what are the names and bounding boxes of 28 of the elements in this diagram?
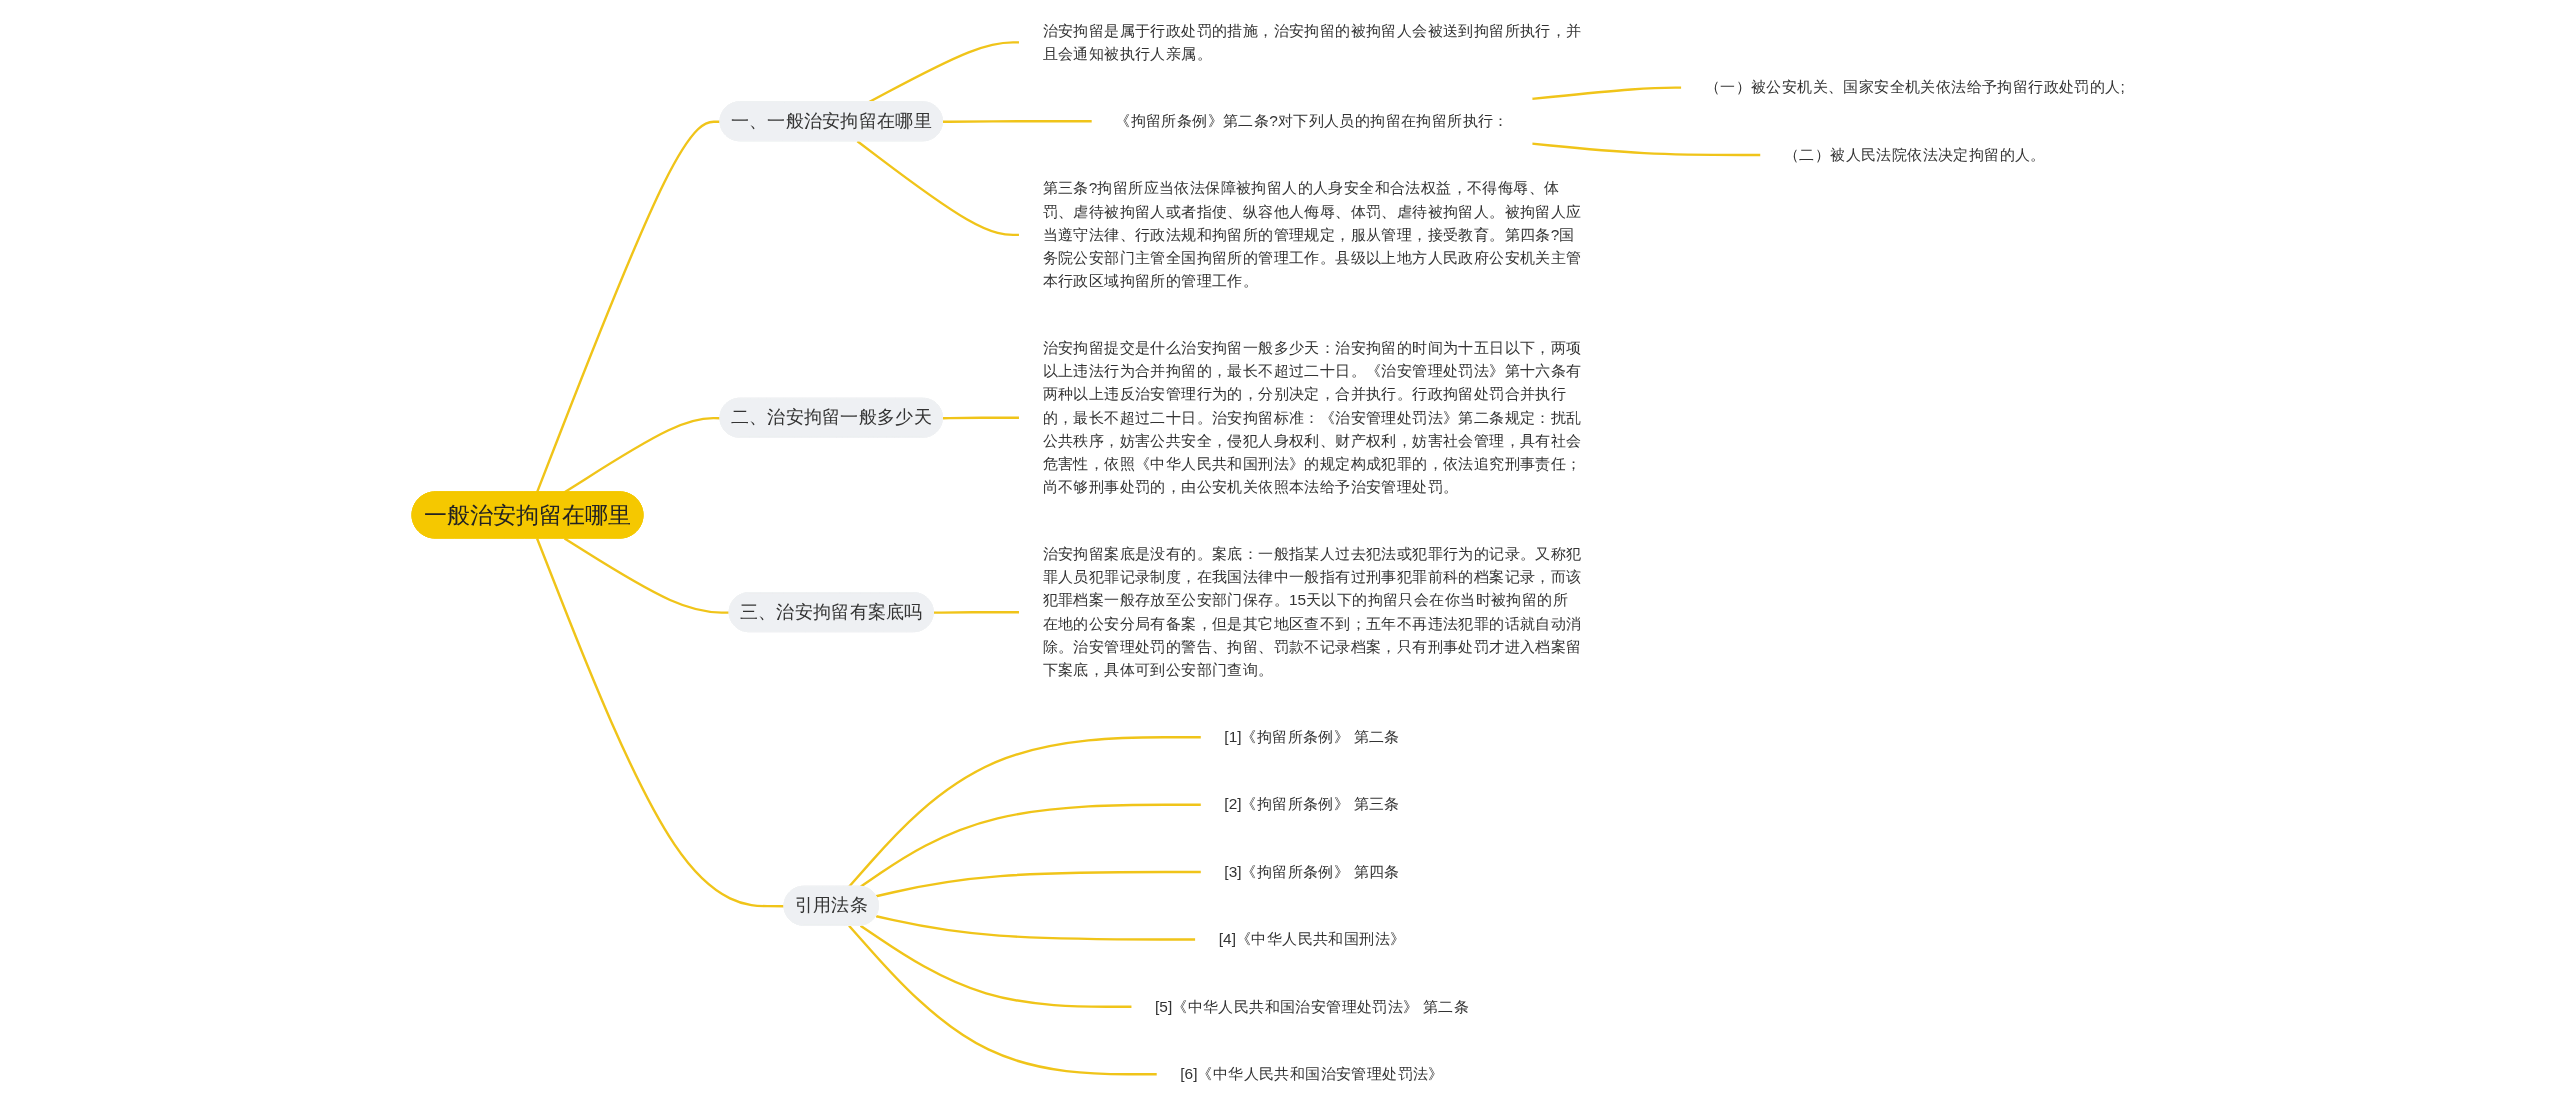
node-text: 《拘留所条例》第二条?对下列人员的拘留在拘留所执行： [1115,112,1509,129]
node-text: 治安拘留提交是什么治安拘留一般多少天：治安拘留的时间为十五日以下，两项以上违法行为合并拘留的，最长不超过二十日。《治安管理处罚法》第十六条有两种以上违反治安管理行为的，分别决定，合并执行。行政拘留处罚合并执行的，最长不超过二十日。治安拘留标准：《治安管理处罚法》第二条规定：扰乱公共秩序，妨害公共安全，侵犯人身权利、财产权利，妨害社会管理，具有社会危害性，依照《中华人民共和国刑法》的规定构成犯罪的，依法追究刑事责任；尚不够刑事处罚的，由公安机关依照本法给予治安管理处罚。 [1042,339,1582,495]
node-text: [2]《拘留所条例》 第三条 [1224,796,1400,813]
connector [1531,86,1682,101]
node-text: [4]《中华人民共和国刑法》 [1218,930,1406,948]
node-text: 治安拘留案底是没有的。案底：一般指某人过去犯法或犯罪行为的记录。又称犯罪人员犯罪记录制度，在我国法律中一般指有过刑事犯罪前科的档案记录，而该犯罪档案一般存放至公安部门保存。15天以下的拘留只会在你当时被拘留的所在地的公安分局有备案，但是其它地区查不到；五年不再违法犯罪的话就自动消除。治安管理处罚的警告、拘留、罚款不记录档案，只有刑事处罚才进入档案留下案底，具体可到公安部门查询。 [1042,545,1582,678]
connector [942,120,1093,123]
node-text: 第三条?拘留所应当依法保障被拘留人的人身安全和合法权益，不得侮辱、体罚、虐待被拘留人或者指使、纵容他人侮辱、体罚、虐待被拘留人。被拘留人应当遵守法律、行政法规和拘留所的管理规定，服从管理，接受教育。第四条?国务院公安部门主管全国拘留所的管理工作。县级以上地方人民政府公安机关主管本行政区域拘留所的管理工作。 [1042,180,1582,289]
node-text: （一）被公安机关、国家安全机关依法给予拘留行政处罚的人; [1704,78,2125,96]
connector [942,416,1020,420]
connector [535,538,785,908]
connector [563,537,730,614]
node-text: [5]《中华人民共和国治安管理处罚法》 第二条 [1155,998,1470,1015]
connector [856,140,1020,237]
connector [875,870,1202,898]
node-text: （二）被人民法院依法决定拘留的人。 [1783,146,2046,163]
connector [1531,142,1761,157]
connector [848,736,1202,888]
connector [875,915,1196,941]
node-text: 治安拘留是属于行政处罚的措施，治安拘留的被拘留人会被送到拘留所执行，并且会通知被执行人亲属。 [1042,22,1582,62]
connector [848,924,1158,1076]
connector [859,924,1132,1009]
node-text: [1]《拘留所条例》 第二条 [1224,728,1400,746]
node-text: [6]《中华人民共和国治安管理处罚法》 [1180,1065,1444,1082]
connector [933,610,1020,614]
connector [859,803,1202,888]
connector [535,120,721,493]
node-text: [3]《拘留所条例》 第四条 [1224,863,1400,880]
